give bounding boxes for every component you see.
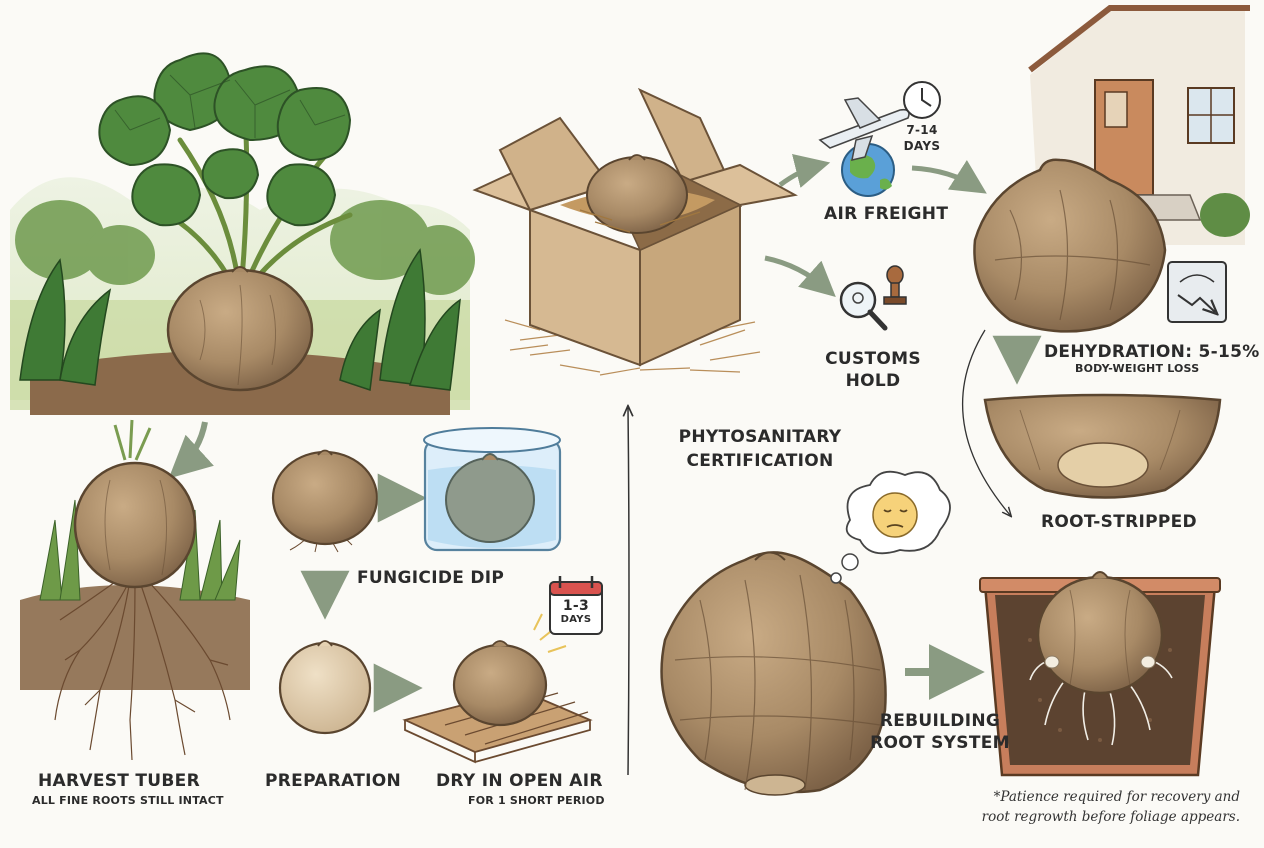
arrow-phytosanitary — [628, 408, 629, 776]
dry-duration-unit: DAYS — [560, 614, 592, 625]
dehydrated-tuber — [973, 158, 1167, 333]
phytosanitary-line2: CERTIFICATION — [686, 451, 834, 471]
arrow-to-freight — [778, 153, 831, 188]
preparation-title: PREPARATION — [265, 771, 402, 791]
dry-duration: 1-3 — [562, 598, 590, 614]
fungicide-jar — [423, 427, 562, 552]
clock-icon — [903, 81, 941, 119]
fungicide-title: FUNGICIDE DIP — [357, 568, 505, 588]
phytosanitary-label: PHYTOSANITARY CERTIFICATION — [660, 425, 860, 473]
customs-line2: HOLD — [845, 371, 901, 391]
arrow-curve-root-stripped — [961, 329, 1010, 515]
harvest-title: HARVEST TUBER — [38, 771, 200, 791]
arrow-to-arrival — [911, 160, 987, 194]
dehydration-title: DEHYDRATION: 5-15% — [1044, 342, 1260, 362]
globe-icon — [841, 143, 895, 197]
patience-note-line1: *Patience required for recovery and — [993, 789, 1240, 805]
patience-note-line2: root regrowth before foliage appears. — [981, 809, 1240, 825]
harvest-subtitle: ALL FINE ROOTS STILL INTACT — [32, 794, 224, 807]
sad-face-icon — [872, 492, 918, 538]
magnifier-icon — [839, 281, 888, 331]
freight-duration-unit: DAYS — [903, 139, 941, 153]
rebuilding-pot — [979, 571, 1221, 777]
stamp-icon — [883, 265, 907, 305]
dehydration-subtitle: BODY-WEIGHT LOSS — [1075, 362, 1200, 375]
arrow-harvest-down — [168, 421, 214, 479]
freight-title: AIR FREIGHT — [824, 204, 949, 224]
customs-line1: CUSTOMS — [825, 349, 921, 369]
customs-label: CUSTOMS HOLD — [818, 348, 928, 392]
shipping-box — [472, 87, 798, 376]
root-stripped-tuber — [983, 393, 1222, 499]
scale-icon — [1167, 261, 1227, 323]
shriveled-tuber — [660, 551, 887, 796]
prep-tuber-rooted — [271, 449, 379, 553]
arrow-to-customs — [764, 255, 836, 297]
rebuilding-line2: ROOT SYSTEM — [870, 733, 1010, 753]
dry-title: DRY IN OPEN AIR — [436, 771, 603, 791]
calendar-icon — [549, 576, 603, 635]
rebuilding-label: REBUILDING ROOT SYSTEM — [870, 710, 1010, 754]
dug-tuber-with-roots — [20, 419, 250, 761]
rebuilding-line1: REBUILDING — [879, 711, 1001, 731]
prep-tuber-clean — [278, 640, 372, 735]
drying-pallet — [402, 613, 593, 764]
harvest-scene — [10, 52, 475, 415]
patience-note: *Patience required for recovery and root… — [930, 787, 1240, 827]
phytosanitary-line1: PHYTOSANITARY — [678, 427, 842, 447]
freight-duration: 7-14 — [906, 123, 938, 137]
dry-subtitle: FOR 1 SHORT PERIOD — [468, 794, 605, 807]
root-stripped-title: ROOT-STRIPPED — [1041, 512, 1197, 532]
